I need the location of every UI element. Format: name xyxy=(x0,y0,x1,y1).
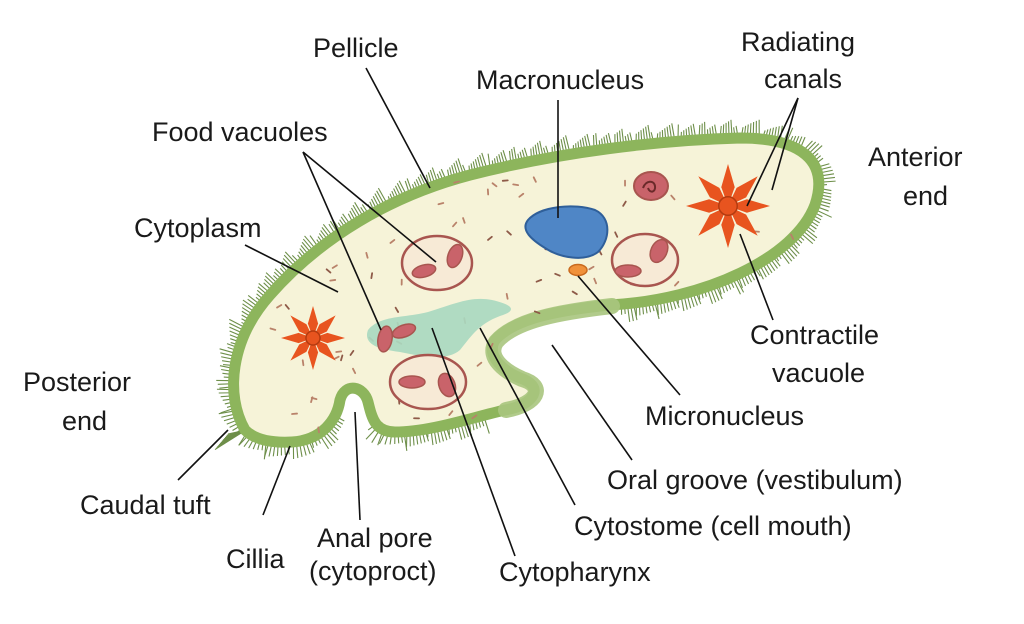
granule xyxy=(349,350,355,356)
granule xyxy=(331,264,338,269)
label-caudal-tuft: Caudal tuft xyxy=(80,490,211,520)
label-radiating-canals-line2: canals xyxy=(764,64,842,94)
granule xyxy=(352,367,357,375)
radiating-canal xyxy=(307,338,319,370)
granule xyxy=(554,272,561,277)
granule xyxy=(284,304,290,310)
contractile-vacuole-posterior xyxy=(281,306,345,370)
granule xyxy=(301,359,305,367)
macronucleus-shape xyxy=(524,205,609,259)
label-cytopharynx: Cytopharynx xyxy=(499,557,651,587)
granule xyxy=(325,268,332,274)
radiating-canal xyxy=(728,206,758,236)
granule xyxy=(394,306,400,313)
radiating-canal xyxy=(721,206,735,248)
granule xyxy=(593,277,597,285)
vacuole-center xyxy=(718,196,738,216)
label-anal-pore-line1: Anal pore xyxy=(317,523,433,553)
granule xyxy=(448,410,454,416)
granule xyxy=(269,327,277,331)
granule xyxy=(317,426,320,434)
radiating-canal xyxy=(313,315,336,338)
granule xyxy=(333,355,340,360)
granule xyxy=(512,183,520,186)
granule xyxy=(437,202,445,206)
food-vacuole-4 xyxy=(376,323,417,353)
label-anterior-line2: end xyxy=(903,181,948,211)
granule xyxy=(476,361,483,367)
radiating-canal xyxy=(728,176,758,206)
food-vacuole-5 xyxy=(633,171,669,201)
granule xyxy=(370,272,374,280)
label-anterior-line1: Anterior xyxy=(868,142,963,172)
radiating-canal xyxy=(281,332,313,344)
label-contractile-line1: Contractile xyxy=(750,320,879,350)
granule xyxy=(670,194,676,201)
granule xyxy=(518,192,525,198)
label-cytostome: Cytostome (cell mouth) xyxy=(574,511,852,541)
granule xyxy=(335,350,343,353)
label-posterior-line1: Posterior xyxy=(23,367,131,397)
label-radiating-canals-line1: Radiating xyxy=(741,27,855,57)
radiating-canal xyxy=(686,199,728,213)
granule xyxy=(614,231,619,238)
label-oral-groove: Oral groove (vestibulum) xyxy=(607,465,903,495)
cytopharynx-shape xyxy=(366,298,512,358)
radiating-canal xyxy=(698,176,728,206)
radiating-canal xyxy=(307,306,319,338)
label-cytoplasm: Cytoplasm xyxy=(134,213,262,243)
granule xyxy=(506,230,512,236)
labels: Pellicle Macronucleus Radiating canals F… xyxy=(23,27,963,587)
granule xyxy=(535,278,543,283)
granule xyxy=(674,280,680,287)
granule xyxy=(329,279,337,282)
granule xyxy=(532,176,537,183)
label-food-vacuoles: Food vacuoles xyxy=(152,117,328,147)
radiating-canal xyxy=(290,315,313,338)
label-anal-pore-line2: (cytoproct) xyxy=(309,556,437,586)
contractile-vacuole-anterior xyxy=(686,164,770,248)
granule xyxy=(588,265,595,271)
granule xyxy=(389,239,396,244)
granule xyxy=(622,200,627,207)
radiating-canal xyxy=(721,164,735,206)
granule xyxy=(505,292,509,300)
leader-lines xyxy=(177,67,799,557)
granule xyxy=(462,217,466,224)
granule xyxy=(487,235,493,241)
label-pellicle: Pellicle xyxy=(313,33,399,63)
vacuole-center xyxy=(305,330,321,346)
food-vacuole-2 xyxy=(610,232,680,288)
granule xyxy=(571,290,578,296)
food-vacuole-1 xyxy=(400,234,474,292)
label-contractile-line2: vacuole xyxy=(772,358,865,388)
granule xyxy=(340,354,344,362)
granule xyxy=(790,233,795,240)
granule xyxy=(453,180,460,184)
radiating-canal xyxy=(728,199,770,213)
radiating-canal xyxy=(313,338,336,361)
granule xyxy=(310,396,318,401)
granule xyxy=(276,304,283,309)
micronucleus-shape xyxy=(568,263,588,277)
label-micronucleus: Micronucleus xyxy=(645,401,804,431)
label-posterior-line2: end xyxy=(62,406,107,436)
radiating-canal xyxy=(698,206,728,236)
granule xyxy=(452,221,458,228)
granule xyxy=(471,414,478,420)
granule xyxy=(533,310,541,315)
label-cilia: Cillia xyxy=(226,544,285,574)
radiating-canal xyxy=(313,332,345,344)
granule xyxy=(491,182,498,188)
food-vacuole-3 xyxy=(388,353,468,411)
granule xyxy=(365,252,369,259)
radiating-canal xyxy=(290,338,313,361)
label-macronucleus: Macronucleus xyxy=(476,65,644,95)
